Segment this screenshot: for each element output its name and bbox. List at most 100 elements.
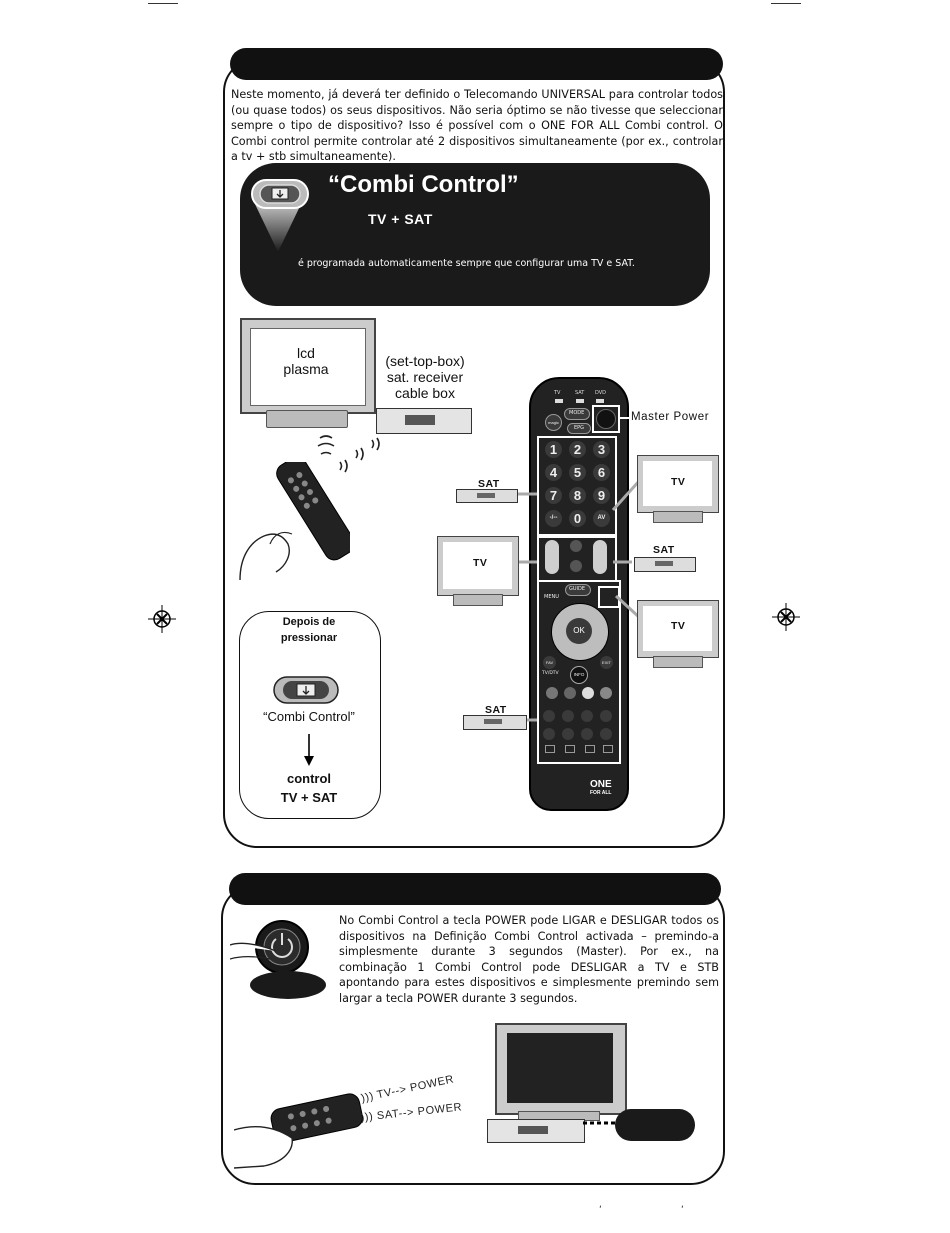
function-row <box>545 745 613 753</box>
footer-mark: ‘ <box>599 1205 602 1215</box>
digit-label: 1 <box>549 442 558 457</box>
tv-stand <box>266 410 348 428</box>
after-press-control: control <box>286 771 332 786</box>
tv-illustration-bottom <box>495 1023 627 1115</box>
stb-label-line2: sat. receiver <box>386 369 464 385</box>
power-off-pill <box>615 1109 695 1141</box>
rewind-button[interactable] <box>543 710 555 722</box>
sat-box-3 <box>463 715 527 730</box>
back-button[interactable] <box>570 540 582 552</box>
forward-button[interactable] <box>600 710 612 722</box>
sat-tag-2: SAT <box>653 544 675 556</box>
tv-tag-2: TV <box>473 557 488 569</box>
digit-button[interactable]: 8 <box>569 487 586 504</box>
digit-label: 4 <box>549 465 558 480</box>
digit-label: 7 <box>549 488 558 503</box>
sat-tag-3: SAT <box>485 704 507 716</box>
exit-button[interactable]: EXIT <box>600 656 613 669</box>
digit-button[interactable]: 3 <box>593 441 610 458</box>
digit-button[interactable]: 1 <box>545 441 562 458</box>
digit-label: 2 <box>573 442 582 457</box>
channel-rocker[interactable] <box>593 540 607 574</box>
epg-label: EPG <box>574 425 585 431</box>
nav-highlight <box>537 580 621 764</box>
led-indicator <box>596 399 604 403</box>
digit-button[interactable]: 6 <box>593 464 610 481</box>
power-button[interactable] <box>596 409 616 429</box>
info-button[interactable]: INFO <box>570 666 588 684</box>
epg-button[interactable]: EPG <box>567 423 591 434</box>
mode-button[interactable]: MODE <box>564 408 590 420</box>
mute-button[interactable] <box>570 560 582 572</box>
transport-row-2 <box>543 728 613 740</box>
tvdtv-label: TV/DTV <box>542 671 559 676</box>
prev-button[interactable] <box>543 728 555 740</box>
led-indicator <box>576 399 584 403</box>
digit-label: AV <box>597 515 606 521</box>
crop-mark <box>148 3 178 4</box>
digit-button[interactable]: AV <box>593 510 610 527</box>
power-press-illustration <box>230 920 326 999</box>
digit-button[interactable]: 5 <box>569 464 586 481</box>
transport-row-1 <box>543 710 613 722</box>
digit-label: 5 <box>573 465 582 480</box>
digit-button[interactable]: -/-- <box>545 510 562 527</box>
play-button[interactable] <box>562 710 574 722</box>
pause-button[interactable] <box>581 710 593 722</box>
func-button[interactable] <box>585 745 595 753</box>
digit-button[interactable]: 2 <box>569 441 586 458</box>
crop-mark <box>771 3 801 4</box>
color-button-blue[interactable] <box>600 687 612 699</box>
magic-button[interactable]: magic <box>545 414 562 431</box>
func-button[interactable] <box>545 745 555 753</box>
ok-button[interactable]: OK <box>566 618 592 644</box>
func-button[interactable] <box>603 745 613 753</box>
guide-label: GUIDE <box>569 586 586 592</box>
set-top-box-illustration <box>376 408 472 434</box>
volume-rocker[interactable] <box>545 540 559 574</box>
digit-label: 3 <box>597 442 606 457</box>
after-press-panel <box>239 611 381 819</box>
combi-control-box: “Combi Control” TV + SAT é programada au… <box>240 163 710 306</box>
digit-label: 9 <box>597 488 606 503</box>
color-button-green[interactable] <box>564 687 576 699</box>
after-press-line1: Depois de <box>282 616 336 628</box>
led-indicator <box>555 399 563 403</box>
digit-button[interactable]: 9 <box>593 487 610 504</box>
after-press-line2: pressionar <box>280 632 338 644</box>
combi-pair: TV + SAT <box>368 211 433 227</box>
digit-label: 8 <box>573 488 582 503</box>
combi-note: é programada automaticamente sempre que … <box>298 258 635 269</box>
ir-signal-icon <box>317 435 380 473</box>
color-button-red[interactable] <box>546 687 558 699</box>
next-button[interactable] <box>600 728 612 740</box>
sat-tag-1: SAT <box>478 478 500 490</box>
registration-mark-icon <box>772 603 800 631</box>
color-button-yellow[interactable] <box>582 687 594 699</box>
intro-text: Neste momento, já deverá ter definido o … <box>231 88 723 164</box>
stb-label-line3: cable box <box>395 385 455 401</box>
navigation-ring[interactable] <box>551 603 609 661</box>
guide-button[interactable]: GUIDE <box>565 584 591 596</box>
master-power-label: Master Power <box>631 411 710 423</box>
tv-label-line2: plasma <box>283 361 329 377</box>
digit-button[interactable]: 0 <box>569 510 586 527</box>
combi-title: “Combi Control” <box>328 171 519 198</box>
digit-button[interactable]: 4 <box>545 464 562 481</box>
stop-button[interactable] <box>562 728 574 740</box>
mode-led-sat: SAT <box>575 390 585 396</box>
fav-button[interactable]: FAV <box>543 656 556 669</box>
master-power-text: No Combi Control a tecla POWER pode LIGA… <box>339 914 719 1005</box>
func-button[interactable] <box>565 745 575 753</box>
after-press-combi: “Combi Control” <box>263 709 355 724</box>
combi-button-icon <box>251 179 309 252</box>
brand-logo: ONE FOR ALL <box>590 780 612 798</box>
digit-button[interactable]: 7 <box>545 487 562 504</box>
tv-tag-1: TV <box>671 476 686 488</box>
info-label: INFO <box>573 672 585 677</box>
tv-label-line1: lcd <box>297 345 315 361</box>
tv-stand-right-1 <box>653 511 703 523</box>
record-button[interactable] <box>581 728 593 740</box>
footer-mark: ‘ <box>681 1205 684 1215</box>
